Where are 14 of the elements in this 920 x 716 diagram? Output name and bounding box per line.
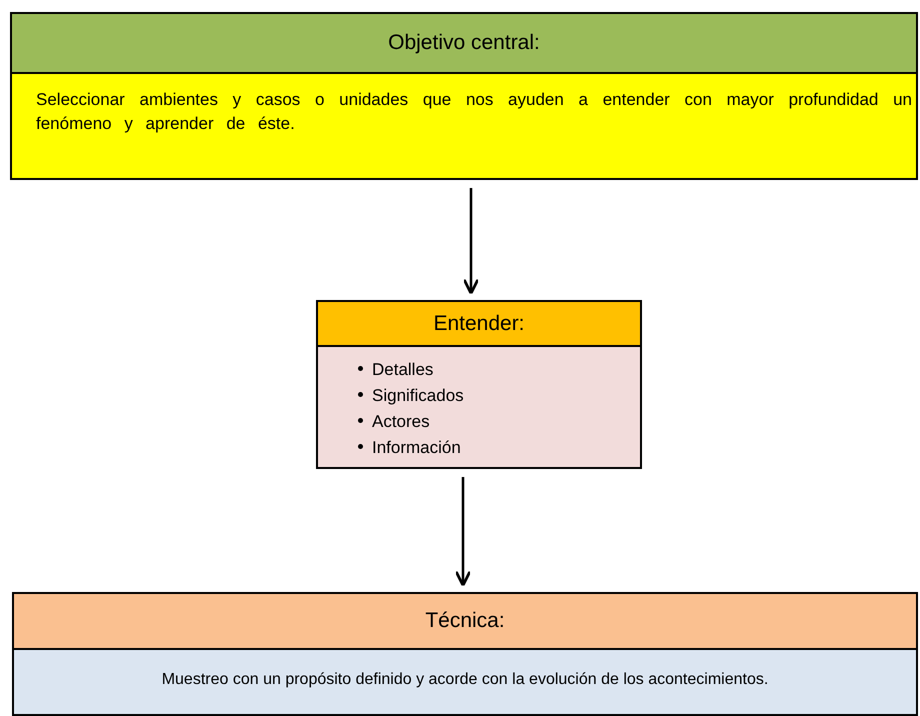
box-heading: Entender:: [318, 302, 640, 347]
body-text: Seleccionar ambientes y casos o unidades que nos ayuden a entender con mayor profundidad un fenómeno y aprender de éste.: [36, 89, 912, 135]
bullet-item: Información: [372, 438, 461, 457]
box-heading: Técnica:: [14, 594, 916, 650]
arrow: [462, 188, 480, 295]
body-text: Muestreo con un propósito definido y acorde con la evolución de los acontecimientos.: [160, 670, 770, 690]
process-box: [316, 300, 642, 469]
box-heading: Objetivo central:: [12, 14, 916, 74]
process-box: [10, 12, 918, 180]
bullet-item: Detalles: [372, 360, 434, 379]
process-box: [12, 592, 918, 716]
bullet-item: Actores: [372, 412, 430, 431]
arrow: [454, 477, 472, 587]
bullet-item: Significados: [372, 386, 464, 405]
